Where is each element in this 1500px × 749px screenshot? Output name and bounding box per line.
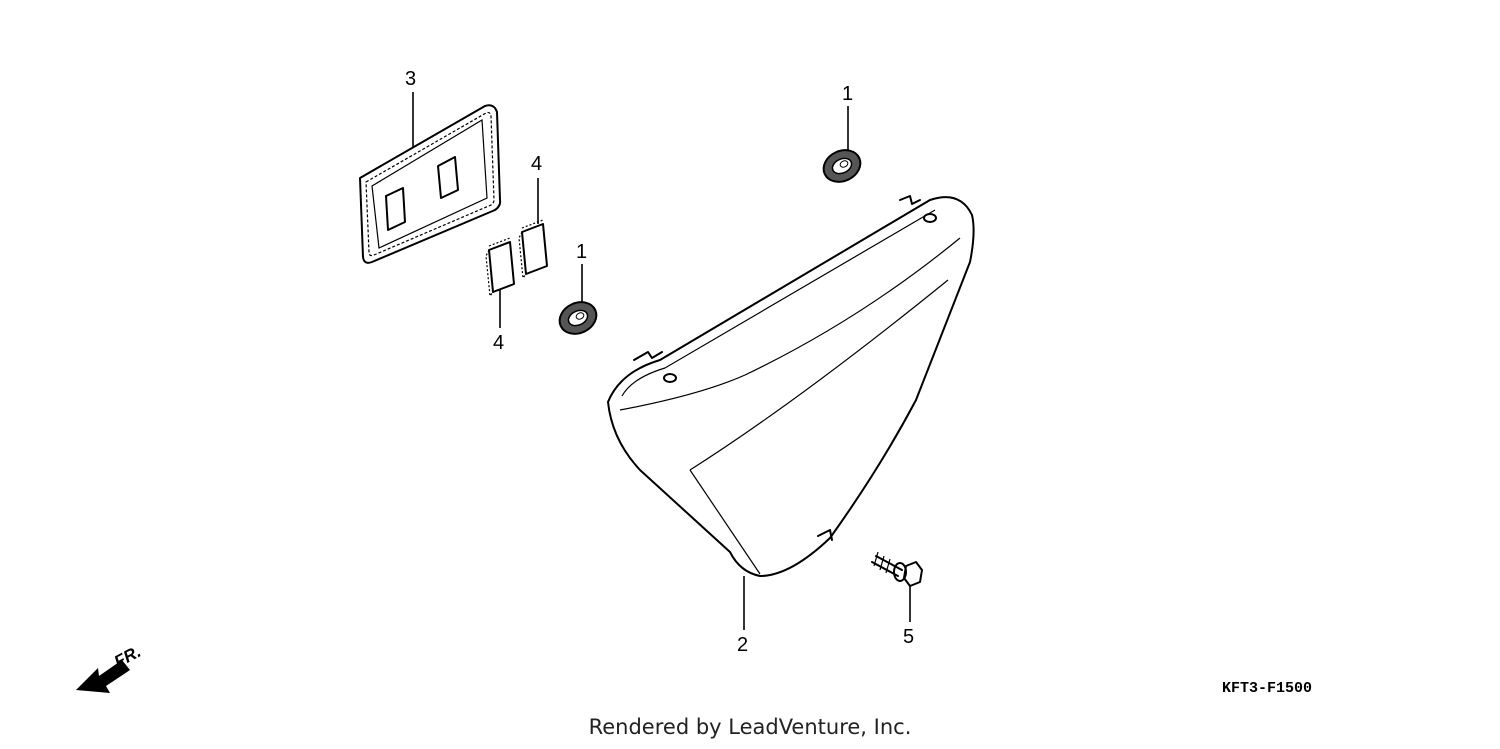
part-4-clip-right[interactable] [518, 219, 548, 280]
part-1-grommet-lower[interactable] [554, 296, 601, 339]
front-direction-arrow: FR. [76, 642, 144, 693]
callout-3: 3 [405, 68, 416, 90]
footer-credit: Rendered by LeadVenture, Inc. [588, 715, 912, 739]
callout-2: 2 [737, 634, 748, 656]
callout-4-lower: 4 [493, 332, 504, 354]
diagram-code: KFT3-F1500 [1222, 680, 1313, 697]
part-1-grommet-upper[interactable] [818, 144, 865, 187]
part-3-emblem-plate[interactable] [359, 104, 502, 264]
callout-4-upper: 4 [531, 153, 542, 175]
callout-5: 5 [903, 626, 914, 648]
leader-lines [412, 92, 911, 630]
callout-1-upper: 1 [842, 83, 853, 105]
part-4-clip-left[interactable] [485, 237, 515, 298]
part-2-side-cover[interactable] [607, 195, 975, 577]
part-5-bolt[interactable] [871, 551, 923, 587]
callout-1-lower: 1 [576, 241, 587, 263]
